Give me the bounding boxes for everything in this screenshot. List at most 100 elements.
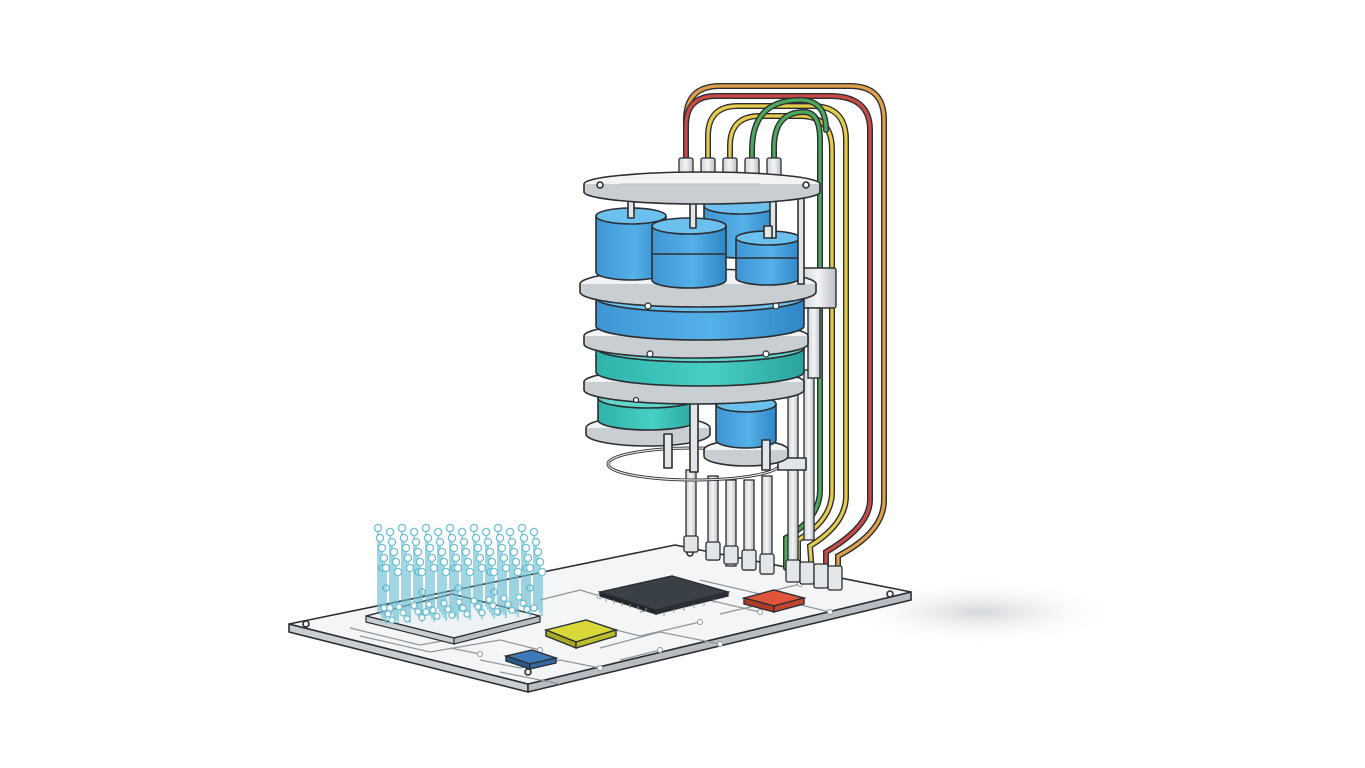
qubit-node <box>403 553 413 563</box>
qubit-base-node <box>440 599 448 607</box>
qubit-node <box>535 557 545 567</box>
qubit-base-node <box>459 604 467 612</box>
qubit-node <box>505 527 515 537</box>
qubit-lattice-icon <box>365 523 547 645</box>
qubit-node <box>415 557 425 567</box>
qubit-node <box>445 523 455 533</box>
qubit-node <box>377 543 387 553</box>
qubit-base-node <box>414 607 422 616</box>
qubit-node <box>389 547 399 557</box>
qubit-node <box>529 527 539 537</box>
qubit-base-node <box>448 611 456 619</box>
qubit-base-node <box>478 609 486 617</box>
qubit-node <box>511 557 521 567</box>
qubit-base-node <box>504 600 512 609</box>
qubit-node <box>459 537 469 547</box>
red-chip-icon <box>741 589 807 613</box>
qubit-node <box>391 557 401 567</box>
qubit-node <box>411 537 421 547</box>
processor-chip-pins <box>605 598 715 616</box>
qubit-base-node <box>455 598 463 606</box>
qubit-node <box>439 557 449 567</box>
qubit-node <box>495 533 505 543</box>
qubit-node <box>435 537 445 547</box>
qubit-node <box>530 604 538 612</box>
qubit-node <box>379 553 389 563</box>
qubit-node <box>405 563 415 573</box>
qubit-base-node <box>523 605 531 613</box>
qubit-node <box>451 553 461 563</box>
qubit-node <box>519 533 529 543</box>
cryostat-stack-icon <box>579 171 821 482</box>
qubit-node <box>487 557 497 567</box>
cable-bundle-icon <box>683 83 887 581</box>
plate-bolts <box>632 302 780 404</box>
qubit-node <box>517 523 527 533</box>
qubit-node <box>413 547 423 557</box>
trace-pads <box>467 581 833 671</box>
qubit-base-node <box>429 606 437 615</box>
qubit-node <box>457 527 467 537</box>
qubit-base-node <box>470 597 478 605</box>
qubit-node <box>475 553 485 563</box>
qubit-base-node <box>380 604 388 612</box>
qubit-node <box>499 553 509 563</box>
qubit-node <box>401 543 411 553</box>
qubit-node <box>521 543 531 553</box>
qubit-node <box>433 527 443 537</box>
qubit-node <box>509 547 519 557</box>
qubit-node <box>453 563 463 573</box>
qubit-node <box>477 563 487 573</box>
qubit-base-node <box>433 612 441 621</box>
qubit-node <box>449 543 459 553</box>
qubit-node <box>483 537 493 547</box>
qubit-base-node <box>500 594 508 603</box>
qubit-node <box>469 523 479 533</box>
qubit-base-node <box>485 595 493 604</box>
qubit-node <box>399 533 409 543</box>
qubit-node <box>501 563 511 573</box>
qubit-node <box>441 567 451 577</box>
qubit-node <box>463 557 473 567</box>
qubit-node <box>481 527 491 537</box>
qubit-node <box>422 608 430 616</box>
qubit-base-node <box>395 603 403 611</box>
qubit-node <box>447 533 457 543</box>
processor-chip-icon <box>597 575 731 615</box>
qubit-node <box>471 533 481 543</box>
qubit-base-node <box>388 616 396 624</box>
qubit-base-node <box>493 607 501 616</box>
qubit-node <box>531 537 541 547</box>
qubit-node <box>513 567 523 577</box>
side-bracket <box>799 267 837 379</box>
qubit-node <box>525 563 535 573</box>
qubit-node <box>429 563 439 573</box>
qubit-node <box>537 567 547 577</box>
qubit-node <box>533 547 543 557</box>
qubit-base-node <box>410 601 418 610</box>
qubit-base-node <box>403 615 411 623</box>
qubit-base-node <box>384 610 392 618</box>
qubit-node <box>473 543 483 553</box>
qubit-node <box>507 537 517 547</box>
qubit-node <box>485 547 495 557</box>
qubit-node <box>393 567 403 577</box>
qubit-node <box>387 537 397 547</box>
qubit-base-node <box>515 593 523 601</box>
qubit-node <box>465 567 475 577</box>
qubit-node <box>437 547 447 557</box>
rod-feet <box>683 535 843 591</box>
qubit-base-node <box>425 600 433 609</box>
qubit-node <box>523 553 533 563</box>
qubit-node <box>417 567 427 577</box>
qubit-base-node <box>474 603 482 611</box>
qubit-base-node <box>519 599 527 607</box>
qubit-base-node <box>489 601 497 610</box>
qubit-node <box>381 563 391 573</box>
qubit-base-node <box>508 606 516 615</box>
qubit-node <box>425 543 435 553</box>
qubit-node <box>385 527 395 537</box>
qubit-node <box>461 547 471 557</box>
qubit-node <box>493 523 503 533</box>
